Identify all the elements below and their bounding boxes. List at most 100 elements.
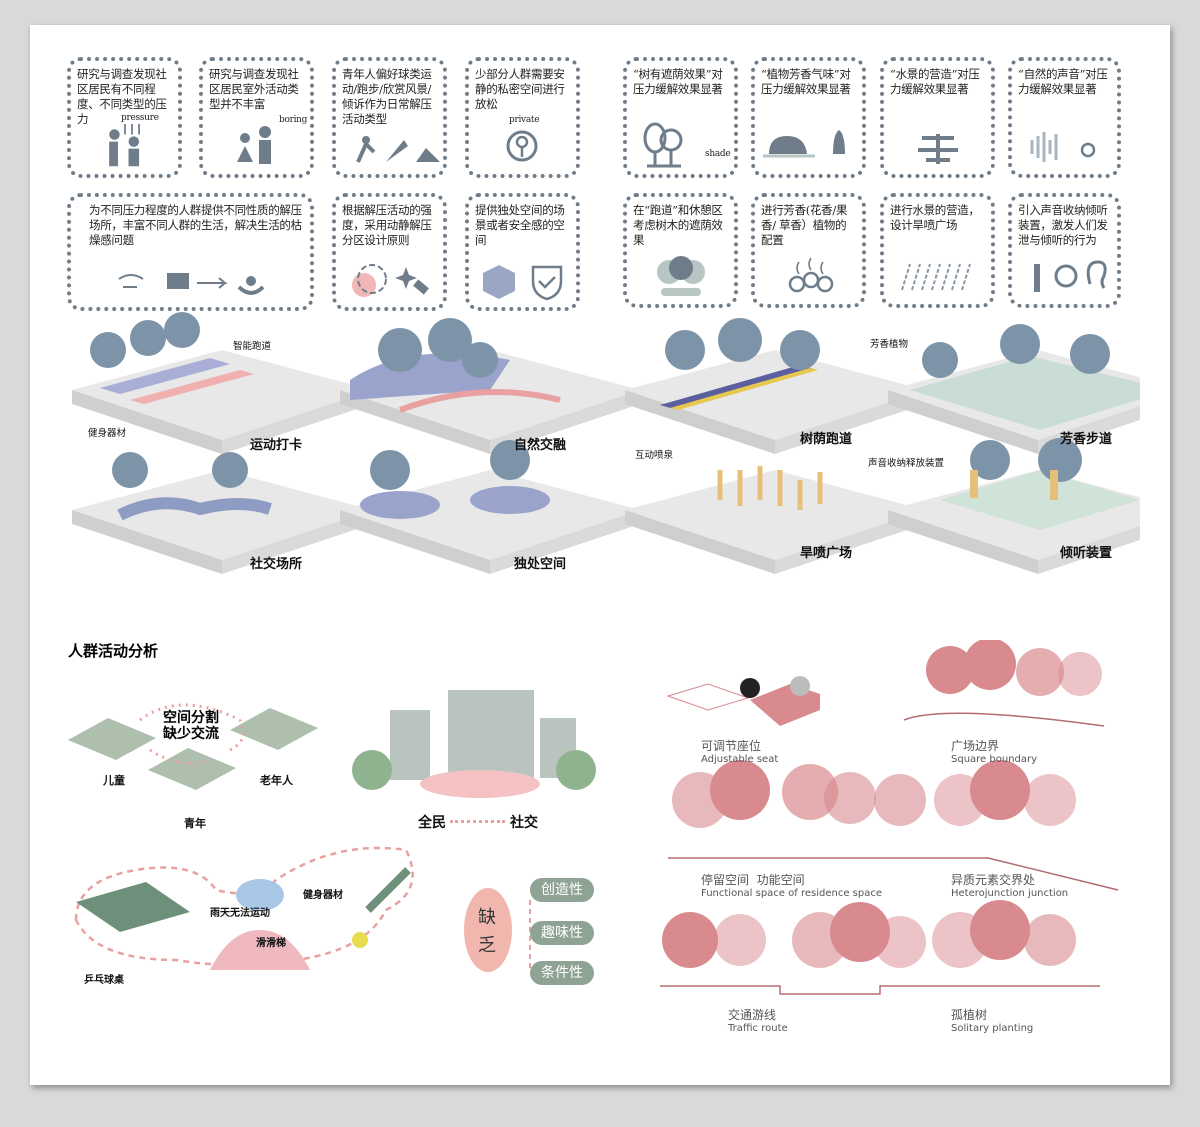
scene-label: 独处空间 — [514, 557, 567, 572]
runner-shuttlecock-mountain-icon — [356, 136, 440, 163]
box-text: “水景的营造”对压力缓解效果显著 — [890, 67, 980, 96]
strategy-box-zoning: 根据解压活动的强度，采用动静解压分区设计原则 — [332, 193, 447, 311]
box-text: 进行水景的营造，设计旱喷广场 — [890, 203, 980, 232]
finding-box-activities: 青年人偏好球类运动/跑步/欣赏风景/倾诉作为日常解压活动类型 — [332, 57, 447, 178]
caption-cn: 可调节座位 — [701, 739, 762, 753]
finding-box-shade: “树有遮荫效果”对压力缓解效果显著 shade — [623, 57, 738, 178]
split-text: 空间分割缺少交流 — [163, 710, 219, 742]
finding-box-sound: “自然的声音”对压力缓解效果显著 — [1008, 57, 1121, 178]
box-text: 提供独处空间的场景或者安全感的空间 — [475, 203, 565, 247]
box-text: 青年人偏好球类运动/跑步/欣赏风景/倾诉作为日常解压活动类型 — [342, 67, 432, 126]
scene-listening — [888, 438, 1140, 574]
dotted-connector — [450, 820, 505, 823]
scene-social — [72, 452, 372, 574]
caption-en: Traffic route — [728, 1023, 788, 1034]
strategy-box-places: 为不同压力程度的人群提供不同性质的解压场所，丰富不同人群的生活，解决生活的枯燥感… — [67, 193, 314, 311]
scene-note: 芳香植物 — [870, 339, 909, 350]
social-label: 全民 — [418, 815, 446, 831]
caption-cn: 交通游线 — [728, 1008, 777, 1022]
scene-shade-track — [625, 318, 925, 454]
crowd-analysis-illustration — [68, 690, 596, 972]
box-text: 少部分人群需要安静的私密空间进行放松 — [475, 67, 565, 111]
caption-cn: 异质元素交界处 — [951, 873, 1036, 887]
icon-label: private — [509, 115, 540, 125]
box-text: 研究与调查发现社区居民有不同程度、不同类型的压力 — [77, 67, 167, 126]
box-text: 根据解压活动的强度，采用动静解压分区设计原则 — [342, 203, 432, 247]
key-icon — [506, 130, 538, 162]
fountain-icon — [918, 134, 958, 164]
scene-sport — [72, 312, 372, 454]
bored-people-icon — [237, 126, 271, 164]
box-text: 进行芳香(花香/果香/ 草香）植物的配置 — [761, 203, 848, 247]
finding-box-private: 少部分人群需要安静的私密空间进行放松 private — [465, 57, 580, 178]
caption-en: Adjustable seat — [701, 754, 779, 765]
strategy-box-water: 进行水景的营造，设计旱喷广场 — [880, 193, 995, 308]
scene-fragrance-path — [888, 324, 1140, 454]
finding-box-fragrance: “植物芳香气味”对压力缓解效果显著 — [751, 57, 866, 178]
equipment-label: 健身器材 — [303, 890, 343, 901]
scene-nature — [340, 318, 640, 454]
cube-shield-icon — [483, 265, 563, 301]
scene-note: 互动喷泉 — [635, 450, 674, 461]
caption-en: Heterojunction junction — [951, 888, 1069, 899]
scene-label: 旱喷广场 — [800, 546, 853, 561]
strategy-box-solitude: 提供独处空间的场景或者安全感的空间 — [465, 193, 580, 311]
equipment-label: 雨天无法运动 — [210, 908, 270, 919]
lack-item: 趣味性 — [530, 921, 594, 945]
scene-note: 健身器材 — [88, 428, 127, 439]
water-jet-icon — [901, 263, 971, 291]
caption-cn: 停留空间 功能空间 — [701, 873, 805, 887]
box-text: 在“跑道”和休憩区考虑树木的遮荫效果 — [633, 203, 723, 247]
strategy-box-shade: 在“跑道”和休憩区考虑树木的遮荫效果 — [623, 193, 738, 308]
scene-note: 智能跑道 — [233, 341, 272, 352]
strategy-box-sound: 引入声音收纳倾听装置，激发人们发泄与倾听的行为 — [1008, 193, 1121, 308]
section-illustrations — [660, 640, 1119, 995]
equipment-label: 乒乓球桌 — [84, 975, 124, 986]
strategy-box-fragrance: 进行芳香(花香/果香/ 草香）植物的配置 — [751, 193, 866, 308]
box-text: 为不同压力程度的人群提供不同性质的解压场所，丰富不同人群的生活，解决生活的枯燥感… — [89, 203, 302, 247]
trees-icon — [657, 256, 705, 296]
icon-label: boring — [279, 115, 308, 125]
box-text: 研究与调查发现社区居民室外活动类型并不丰富 — [209, 67, 299, 111]
scene-label: 社交场所 — [250, 557, 303, 572]
box-text: “自然的声音”对压力缓解效果显著 — [1018, 67, 1108, 96]
scene-label: 运动打卡 — [250, 438, 303, 453]
equipment-label: 滑滑梯 — [256, 938, 286, 949]
finding-box-water: “水景的营造”对压力缓解效果显著 — [880, 57, 995, 178]
lack-item: 条件性 — [530, 961, 594, 985]
finding-box-boring: 研究与调查发现社区居民室外活动类型并不丰富 boring — [199, 57, 314, 178]
scene-label: 芳香步道 — [1060, 432, 1113, 447]
caption-en: Solitary planting — [951, 1023, 1034, 1034]
finding-box-pressure: 研究与调查发现社区居民有不同程度、不同类型的压力 pressure — [67, 57, 182, 178]
sound-wave-icon — [1030, 132, 1096, 162]
stressed-person-icon — [109, 124, 140, 167]
icon-label: shade — [705, 149, 731, 159]
scene-illustrations — [72, 312, 1140, 574]
caption-en: Functional space of residence space — [701, 888, 882, 899]
sad-to-happy-face-icon — [118, 273, 265, 295]
plant-nose-icon — [763, 130, 845, 158]
section-title: 人群活动分析 — [68, 642, 159, 660]
social-label: 社交 — [510, 815, 538, 831]
tree-icon — [643, 122, 683, 168]
scene-label: 树荫跑道 — [800, 432, 853, 447]
scene-label: 倾听装置 — [1060, 546, 1113, 561]
group-label: 青年 — [184, 817, 206, 830]
caption-cn: 孤植树 — [951, 1008, 988, 1022]
icon-label: pressure — [121, 113, 159, 123]
scene-note: 声音收纳释放装置 — [868, 458, 945, 469]
caption-en: Square boundary — [951, 754, 1038, 765]
fragrant-flower-icon — [788, 257, 834, 293]
lack-item: 创造性 — [530, 878, 594, 902]
lack-label: 缺乏 — [478, 907, 496, 956]
box-text: 引入声音收纳倾听装置，激发人们发泄与倾听的行为 — [1018, 203, 1108, 247]
caption-cn: 广场边界 — [951, 739, 1000, 753]
scene-solitude — [340, 440, 640, 574]
group-label: 儿童 — [103, 774, 125, 787]
